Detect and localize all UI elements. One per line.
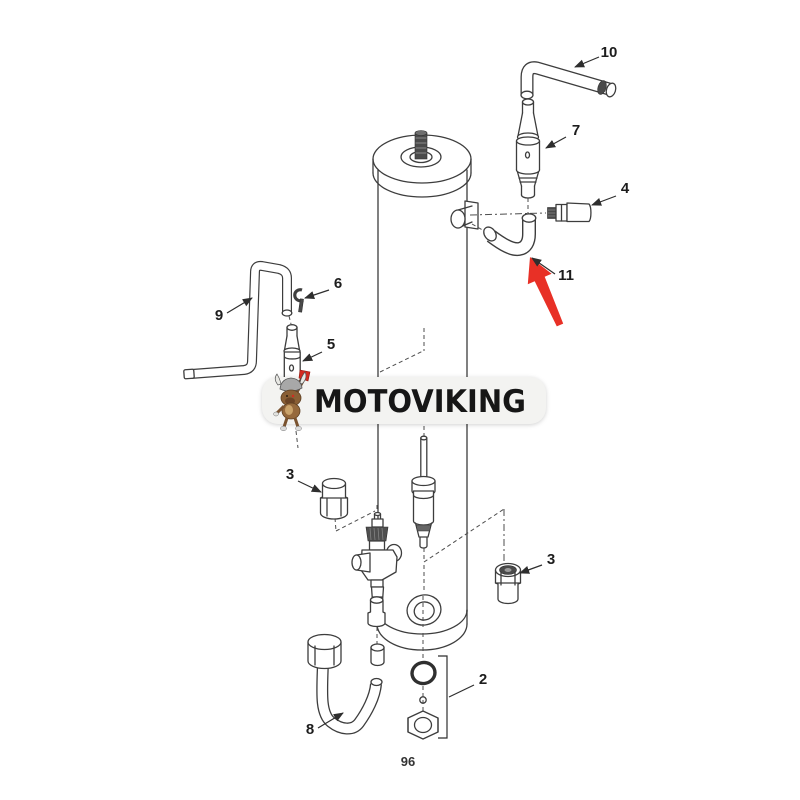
bottom-grommet [406,594,442,626]
watermark: MOTOVIKING [262,369,546,449]
label-part-7: 7 [572,122,580,139]
part-2-group [407,655,448,740]
callout-labels: 10 7 4 11 6 9 5 3 3 2 8 [215,44,630,738]
part-7-valve [515,98,541,199]
cylinder-body [372,130,479,651]
o-ring [410,660,437,686]
hex-nut [407,710,439,740]
leader-part-6 [304,289,330,299]
label-part-4: 4 [621,180,630,197]
part-2-bracket [438,655,448,739]
part-8-nut [307,633,342,670]
part-11-elbow-tube [483,213,537,257]
watermark-text: MOTOVIKING [314,384,526,420]
leader-part-4 [591,195,617,206]
leader-part-8 [317,712,344,729]
part-4-fitting [547,202,592,223]
page-number: 96 [401,754,415,769]
leader-part-9 [226,297,253,314]
leader-part-2 [448,684,475,698]
part-8-tube-assembly [307,596,386,735]
lower-valve [351,511,403,619]
top-stud [414,130,428,160]
cylinder-top-cap [372,130,472,198]
part-3-cap-right [494,562,522,605]
part-9-tube [183,260,293,380]
washer [419,696,427,704]
label-part-3-left: 3 [286,466,294,483]
label-part-10: 10 [601,44,618,61]
label-part-3-right: 3 [547,551,555,568]
viking-dog-with-axe-icon [273,369,311,432]
callout-leaders [226,56,617,729]
label-part-9: 9 [215,307,223,324]
label-part-6: 6 [334,275,342,292]
part-6-clip [293,288,304,313]
connector-fitting [370,643,385,667]
label-part-8: 8 [306,721,314,738]
leader-part-3-left [297,480,322,493]
part-3-cap-left [319,477,349,520]
watermark-band [262,377,546,424]
label-part-2: 2 [479,671,487,688]
label-part-5: 5 [327,336,335,353]
leader-part-11 [531,257,556,275]
inner-valve [411,435,436,549]
leader-part-10 [574,56,600,68]
label-part-11: 11 [558,267,574,284]
leader-part-3-right [519,564,543,574]
leader-part-5 [302,351,323,362]
part-10-elbow-tube [520,61,617,100]
highlight-arrow [527,257,564,327]
leader-part-7 [545,136,567,149]
